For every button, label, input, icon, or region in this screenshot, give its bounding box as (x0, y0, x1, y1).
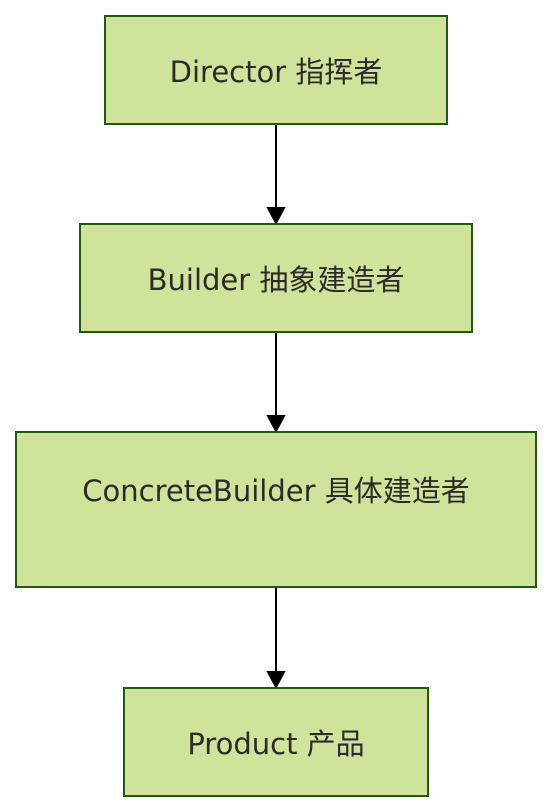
node-builder: Builder 抽象建造者 (79, 223, 473, 333)
node-director-label: Director 指挥者 (169, 55, 383, 89)
arrowhead-director-to-builder (266, 207, 286, 226)
node-concrete-builder: ConcreteBuilder 具体建造者 (15, 431, 537, 588)
node-product: Product 产品 (123, 687, 429, 797)
node-director: Director 指挥者 (104, 15, 448, 125)
node-builder-label: Builder 抽象建造者 (147, 263, 405, 297)
node-concrete-builder-label: ConcreteBuilder 具体建造者 (82, 474, 470, 508)
node-product-label: Product 产品 (187, 727, 365, 761)
arrowhead-builder-to-concrete-builder (266, 415, 286, 434)
arrowhead-concrete-builder-to-product (266, 671, 286, 690)
